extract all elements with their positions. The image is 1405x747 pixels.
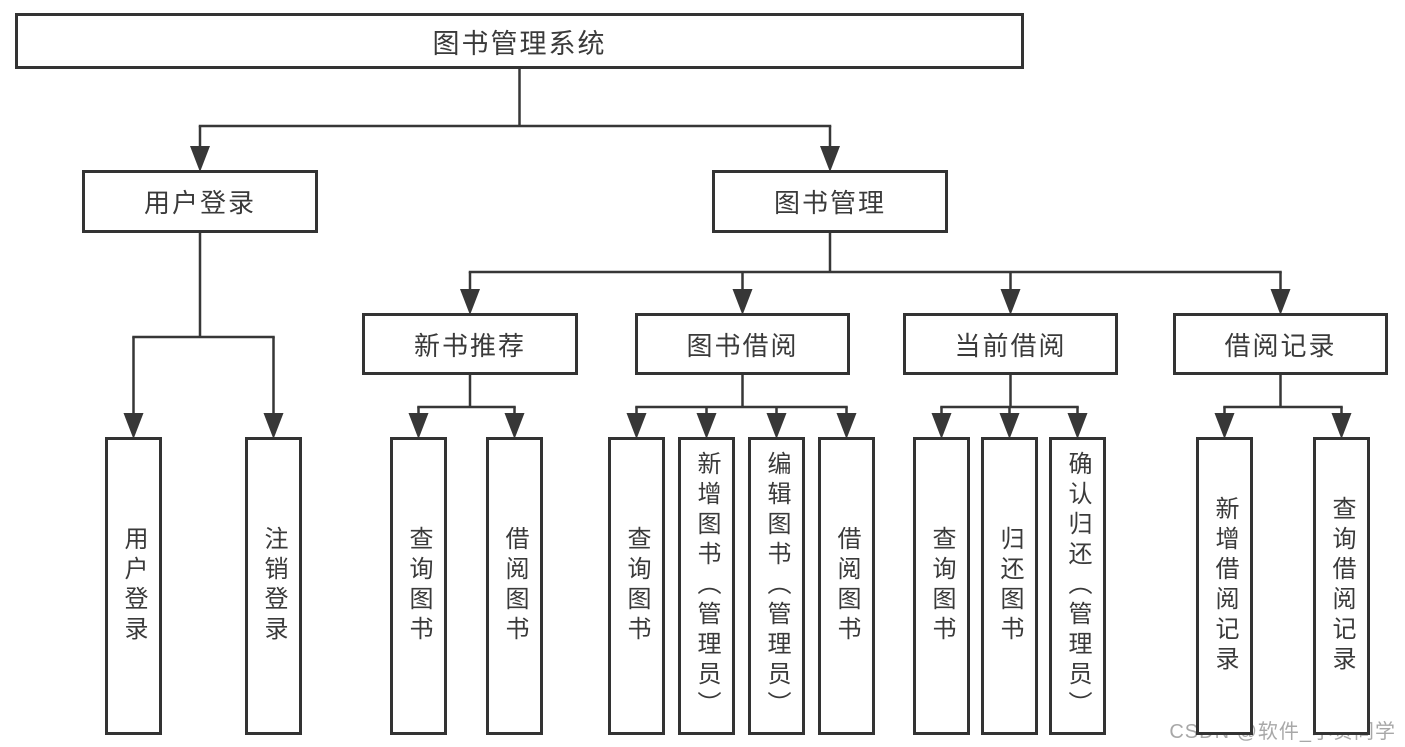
- node-label-current-borrow: 当前借阅: [954, 330, 1067, 361]
- node-label-book-borrow: 图书借阅: [686, 330, 799, 361]
- arrowhead-icon: [999, 413, 1020, 439]
- node-label-leaf-edit-book: 编辑图书（管理员）: [763, 451, 790, 721]
- arrowhead-icon: [1214, 413, 1235, 439]
- node-label-book-mgmt: 图书管理: [773, 188, 886, 218]
- arrowhead-icon: [190, 146, 210, 172]
- node-leaf-borrow-books-1: 借阅图书: [486, 437, 543, 735]
- node-borrow-records: 借阅记录: [1173, 313, 1388, 375]
- arrowhead-icon: [408, 413, 429, 439]
- arrowhead-icon: [732, 289, 753, 315]
- node-leaf-query-record: 查询借阅记录: [1313, 437, 1370, 735]
- arrowhead-icon: [460, 289, 480, 315]
- node-label-borrow-records: 借阅记录: [1224, 330, 1337, 361]
- node-root: 图书管理系统: [15, 13, 1024, 69]
- node-leaf-add-record: 新增借阅记录: [1196, 437, 1253, 735]
- node-label-leaf-borrow-books-1: 借阅图书: [501, 526, 528, 646]
- node-new-book-rec: 新书推荐: [362, 313, 578, 375]
- node-label-leaf-query-books-1: 查询图书: [405, 526, 432, 646]
- node-label-leaf-logout: 注销登录: [260, 526, 287, 646]
- node-label-user-login: 用户登录: [143, 188, 256, 218]
- node-current-borrow: 当前借阅: [903, 313, 1118, 375]
- node-label-root: 图书管理系统: [432, 28, 607, 59]
- arrowhead-icon: [1000, 289, 1021, 315]
- node-leaf-user-login: 用户登录: [105, 437, 162, 735]
- arrowhead-icon: [626, 413, 647, 439]
- arrowhead-icon: [820, 146, 840, 172]
- arrowhead-icon: [123, 413, 144, 439]
- node-leaf-query-books-3: 查询图书: [913, 437, 970, 735]
- arrowhead-icon: [1270, 289, 1291, 315]
- node-label-new-book-rec: 新书推荐: [413, 330, 526, 361]
- node-leaf-query-books-1: 查询图书: [390, 437, 447, 735]
- node-user-login: 用户登录: [82, 170, 318, 233]
- node-leaf-borrow-books-2: 借阅图书: [818, 437, 875, 735]
- arrowhead-icon: [263, 413, 284, 439]
- node-label-leaf-query-books-2: 查询图书: [623, 526, 650, 646]
- arrowhead-icon: [504, 413, 525, 439]
- arrowhead-icon: [931, 413, 952, 439]
- node-leaf-edit-book: 编辑图书（管理员）: [748, 437, 805, 735]
- node-label-leaf-add-record: 新增借阅记录: [1211, 496, 1238, 676]
- node-label-leaf-add-book: 新增图书（管理员）: [693, 451, 720, 721]
- node-leaf-logout: 注销登录: [245, 437, 302, 735]
- node-label-leaf-user-login: 用户登录: [120, 526, 147, 646]
- node-leaf-confirm-return: 确认归还（管理员）: [1049, 437, 1106, 735]
- node-label-leaf-confirm-return: 确认归还（管理员）: [1064, 451, 1091, 721]
- node-label-leaf-query-record: 查询借阅记录: [1328, 496, 1355, 676]
- arrowhead-icon: [836, 413, 857, 439]
- arrowhead-icon: [1067, 413, 1088, 439]
- arrowhead-icon: [696, 413, 717, 439]
- arrowhead-icon: [1331, 413, 1352, 439]
- node-label-leaf-borrow-books-2: 借阅图书: [833, 526, 860, 646]
- node-leaf-return-book: 归还图书: [981, 437, 1038, 735]
- node-leaf-query-books-2: 查询图书: [608, 437, 665, 735]
- node-book-mgmt: 图书管理: [712, 170, 948, 233]
- node-label-leaf-return-book: 归还图书: [996, 526, 1023, 646]
- node-leaf-add-book: 新增图书（管理员）: [678, 437, 735, 735]
- arrowhead-icon: [766, 413, 787, 439]
- node-label-leaf-query-books-3: 查询图书: [928, 526, 955, 646]
- node-book-borrow: 图书借阅: [635, 313, 850, 375]
